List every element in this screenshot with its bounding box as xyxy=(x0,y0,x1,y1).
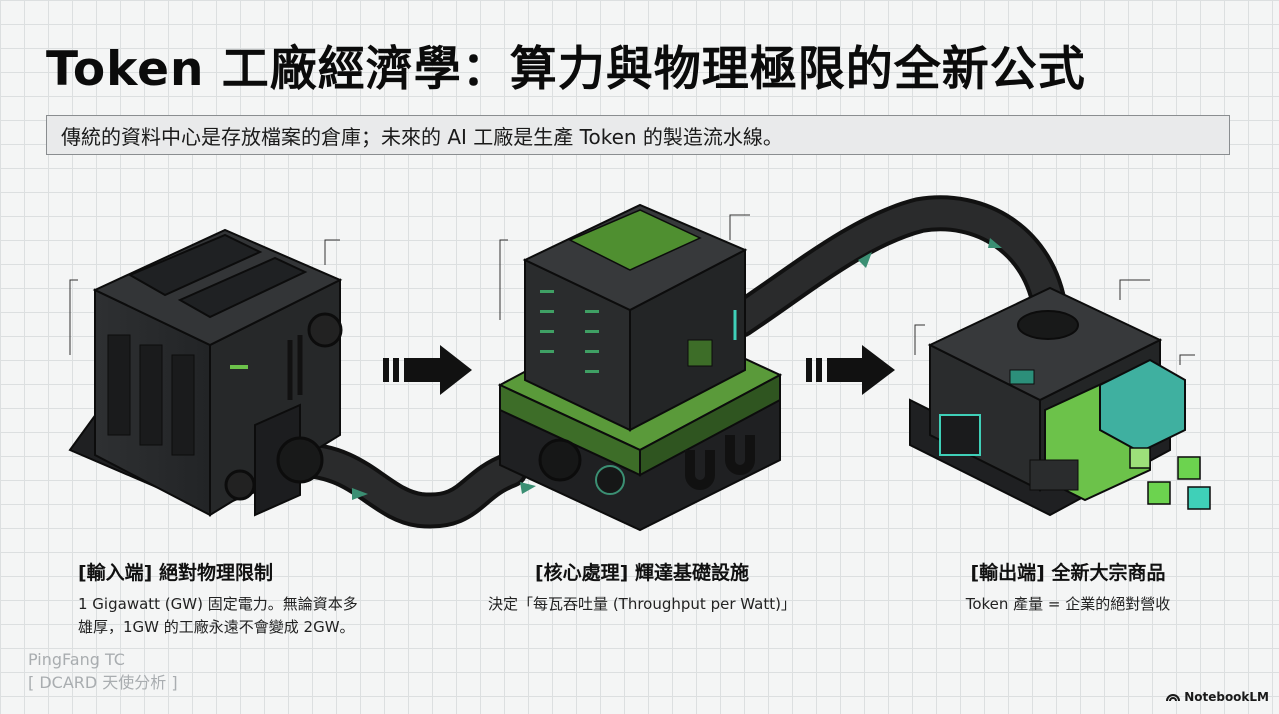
stage-caption-core: [核心處理] 輝達基礎設施 決定「每瓦吞吐量 (Throughput per W… xyxy=(462,558,822,616)
subtitle-text: 傳統的資料中心是存放檔案的倉庫；未來的 AI 工廠是生產 Token 的製造流水… xyxy=(61,121,783,150)
notebooklm-brand: NotebookLM xyxy=(1166,690,1269,704)
watermark-source-line: [ DCARD 天使分析 ] xyxy=(28,671,178,694)
watermark-font-line: PingFang TC xyxy=(28,648,178,671)
stage-heading: [輸出端] 全新大宗商品 xyxy=(938,558,1198,585)
power-input-machine xyxy=(70,230,341,515)
factory-pipeline-diagram xyxy=(0,160,1279,550)
stage-description: 決定「每瓦吞吐量 (Throughput per Watt)」 xyxy=(462,593,822,616)
stage-caption-output: [輸出端] 全新大宗商品 Token 產量 = 企業的絕對營收 xyxy=(938,558,1198,616)
transfer-arrow-1 xyxy=(383,345,472,395)
stage-heading: [輸入端] 絕對物理限制 xyxy=(78,558,408,585)
stage-heading: [核心處理] 輝達基礎設施 xyxy=(462,558,822,585)
brand-label: NotebookLM xyxy=(1184,690,1269,704)
token-output-machine xyxy=(910,288,1210,515)
page-title: Token 工廠經濟學：算力與物理極限的全新公式 xyxy=(46,30,1086,99)
stage-description-line: 1 Gigawatt (GW) 固定電力。無論資本多 xyxy=(78,593,408,616)
stage-description: Token 產量 = 企業的絕對營收 xyxy=(938,593,1198,616)
stage-description-line: Token 產量 = 企業的絕對營收 xyxy=(938,593,1198,616)
subtitle-banner: 傳統的資料中心是存放檔案的倉庫；未來的 AI 工廠是生產 Token 的製造流水… xyxy=(46,115,1230,155)
stage-description: 1 Gigawatt (GW) 固定電力。無論資本多 雄厚，1GW 的工廠永遠不… xyxy=(78,593,408,640)
stage-description-line: 雄厚，1GW 的工廠永遠不會變成 2GW。 xyxy=(78,616,408,639)
nvidia-core-machine xyxy=(500,205,780,530)
stage-description-line: 決定「每瓦吞吐量 (Throughput per Watt)」 xyxy=(462,593,822,616)
notebooklm-logo-icon xyxy=(1166,692,1180,702)
transfer-arrow-2 xyxy=(806,345,895,395)
watermark: PingFang TC [ DCARD 天使分析 ] xyxy=(28,648,178,694)
stage-caption-input: [輸入端] 絕對物理限制 1 Gigawatt (GW) 固定電力。無論資本多 … xyxy=(78,558,408,640)
